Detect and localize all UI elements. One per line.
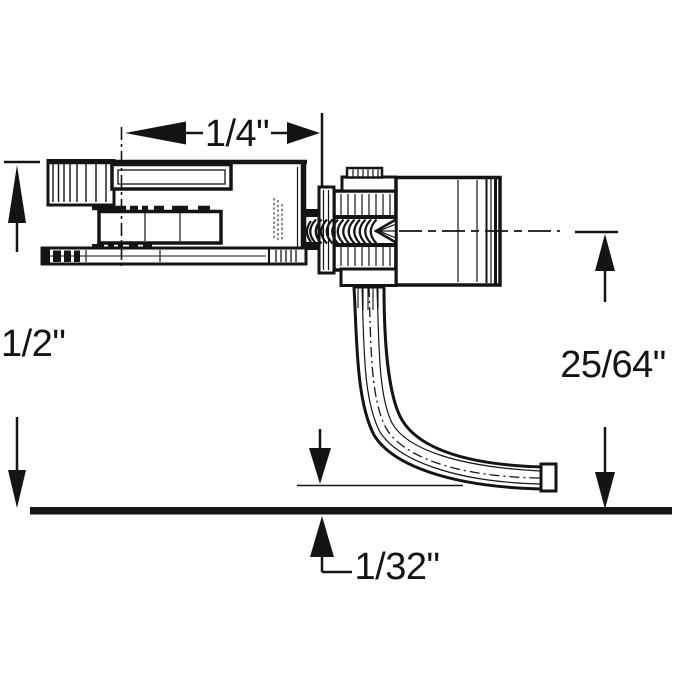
arrow-up-icon (595, 234, 615, 271)
shank-tab-upper (305, 209, 319, 217)
arrow-up-icon (310, 516, 334, 557)
coupler-head (305, 166, 560, 287)
trip-pin (352, 285, 558, 493)
trip-pin-end-cap (539, 462, 558, 493)
dimension-width-quarter-inch: 1/4" (125, 113, 324, 186)
spring-follower-cone (373, 217, 398, 245)
dim-label-25-64-inch: 25/64" (560, 344, 666, 386)
arrow-down-icon (595, 472, 615, 509)
dimension-clearance-1-32-inch: 1/32" (309, 429, 440, 588)
gearbox-shank-box (97, 209, 223, 245)
dimension-height-half-inch: 1/2" (1, 160, 66, 508)
dim-label-quarter-inch: 1/4" (205, 113, 269, 155)
top-pivot-boss (345, 166, 384, 179)
gearbox-front-hatch-block (46, 159, 116, 207)
gearbox-knurl-texture (273, 198, 283, 242)
draft-gear-box (40, 127, 308, 266)
shank-tab-lower (305, 242, 319, 250)
arrow-down-icon (8, 470, 26, 508)
rail-head-line (30, 507, 672, 515)
dimension-height-25-64-inch: 25/64" (560, 230, 666, 509)
gearbox-bottom-plate (40, 246, 308, 266)
dim-label-1-32-inch: 1/32" (355, 546, 440, 588)
knuckle-spring-coil (305, 218, 378, 245)
arrow-right-icon (287, 122, 320, 144)
arrow-down-icon (309, 448, 331, 484)
arrow-up-icon (8, 165, 26, 223)
lower-step-boss (339, 267, 398, 287)
arrow-left-icon (125, 121, 186, 145)
dim-label-half-inch: 1/2" (1, 323, 65, 365)
upper-boss (340, 175, 398, 193)
gearbox-lid (110, 162, 233, 191)
